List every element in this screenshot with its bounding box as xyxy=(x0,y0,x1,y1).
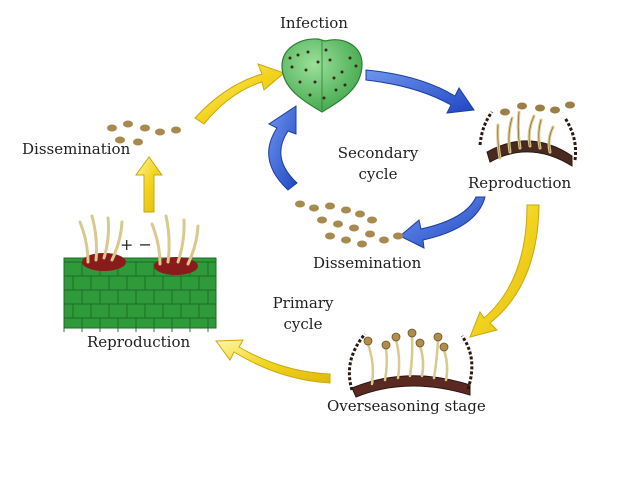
host-tissue-reproduction-left xyxy=(63,214,217,332)
label-primary-cycle: Primary cycle xyxy=(258,294,348,334)
label-infection: Infection xyxy=(280,14,348,32)
label-mating-types: + − xyxy=(120,235,152,254)
infected-leaf-illustration xyxy=(281,38,363,113)
arrow-overseasoning-to-reproduction xyxy=(215,339,331,384)
label-overseasoning-stage: Overseasoning stage xyxy=(327,397,486,415)
label-secondary-line1: Secondary xyxy=(337,144,419,162)
sporangia-reproduction-right xyxy=(478,101,577,167)
overseasoning-illustration xyxy=(347,328,474,398)
label-primary-line1: Primary xyxy=(272,294,334,312)
arrow-infection-to-reproduction xyxy=(365,69,475,114)
arrow-dissemination-to-infection xyxy=(194,63,285,125)
spores-dissemination-center xyxy=(295,200,403,248)
label-secondary-line2: cycle xyxy=(358,165,398,184)
label-dissemination-left: Dissemination xyxy=(22,140,131,158)
label-dissemination-center: Dissemination xyxy=(313,254,422,272)
label-reproduction-right: Reproduction xyxy=(468,174,572,192)
arrow-dissemination-to-infection-secondary xyxy=(268,105,298,191)
label-primary-line2: cycle xyxy=(283,315,323,334)
arrow-reproduction-to-dissemination-center xyxy=(399,196,486,249)
spores-dissemination-left xyxy=(107,120,181,146)
arrow-reproduction-to-overseasoning xyxy=(469,204,540,338)
arrow-reproduction-to-dissemination xyxy=(135,156,163,213)
label-secondary-cycle: Secondary cycle xyxy=(328,144,428,184)
label-reproduction-left: Reproduction xyxy=(87,333,191,351)
primary-cycle-arrows xyxy=(135,63,540,384)
